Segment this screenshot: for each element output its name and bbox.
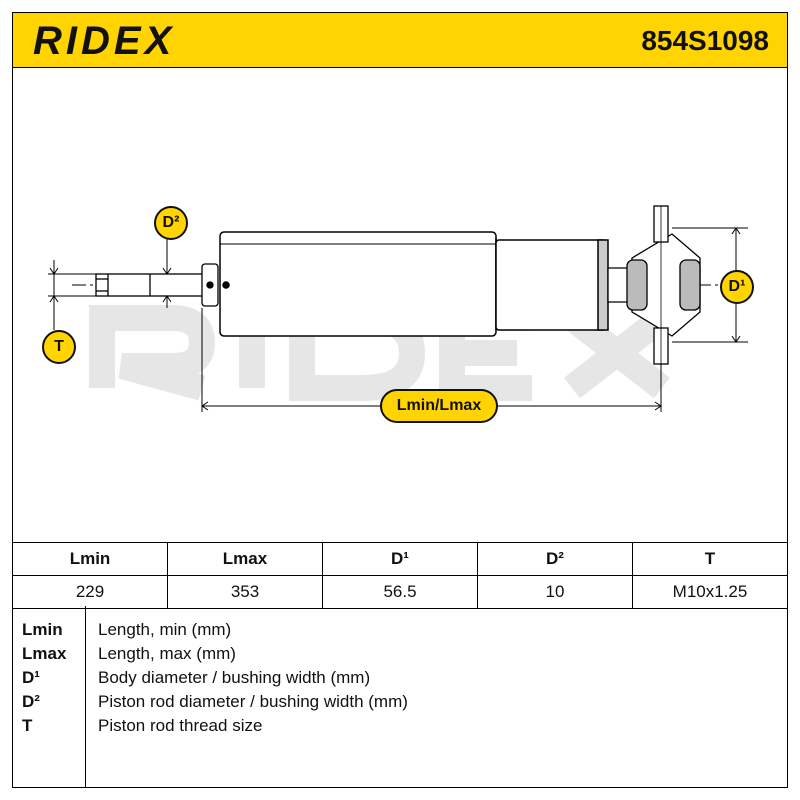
legend-key: T xyxy=(22,716,33,735)
legend: Lmin Length, min (mm) Lmax Length, max (… xyxy=(12,606,788,788)
dimension-d2 xyxy=(162,238,172,308)
spec-header-d1: D¹ xyxy=(322,542,478,576)
legend-key: Lmin xyxy=(22,620,63,639)
spec-value-t: M10x1.25 xyxy=(632,575,788,609)
legend-desc: Length, min (mm) xyxy=(98,620,232,639)
spec-header-lmin: Lmin xyxy=(12,542,168,576)
legend-desc: Piston rod thread size xyxy=(98,716,263,735)
spec-value-d2: 10 xyxy=(477,575,633,609)
eye-bushing xyxy=(607,205,701,365)
spec-header-lmax: Lmax xyxy=(167,542,323,576)
spec-header-row: Lmin Lmax D¹ D² T xyxy=(12,542,788,576)
legend-divider xyxy=(85,606,86,788)
legend-key: D² xyxy=(22,692,40,711)
label-d2-badge: D² xyxy=(154,206,188,240)
rod-seal xyxy=(201,263,219,307)
legend-key: D¹ xyxy=(22,668,40,687)
brand-logo: RIDEX xyxy=(33,19,176,63)
part-number: 854S1098 xyxy=(641,25,769,56)
legend-key: Lmax xyxy=(22,644,67,663)
spec-value-lmin: 229 xyxy=(12,575,168,609)
legend-desc: Body diameter / bushing width (mm) xyxy=(98,668,371,687)
dimension-t xyxy=(48,260,96,330)
shock-absorber-drawing: D² T D¹ Lmin/Lmax xyxy=(12,68,788,542)
label-d1-badge: D¹ xyxy=(720,270,754,304)
spec-value-lmax: 353 xyxy=(167,575,323,609)
label-t-badge: T xyxy=(42,330,76,364)
legend-desc: Piston rod diameter / bushing width (mm) xyxy=(98,692,408,711)
spec-header-t: T xyxy=(632,542,788,576)
spec-value-d1: 56.5 xyxy=(322,575,478,609)
shock-body xyxy=(219,231,609,337)
legend-desc: Length, max (mm) xyxy=(98,644,236,663)
spec-value-row: 229 353 56.5 10 M10x1.25 xyxy=(12,575,788,609)
label-length-badge: Lmin/Lmax xyxy=(380,389,498,423)
spec-table: Lmin Lmax D¹ D² T 229 353 56.5 10 M10x1.… xyxy=(12,542,788,609)
technical-drawing-svg xyxy=(48,205,752,412)
spec-header-d2: D² xyxy=(477,542,633,576)
header-bar: RIDEX 854S1098 xyxy=(12,12,788,68)
piston-rod xyxy=(95,273,215,297)
